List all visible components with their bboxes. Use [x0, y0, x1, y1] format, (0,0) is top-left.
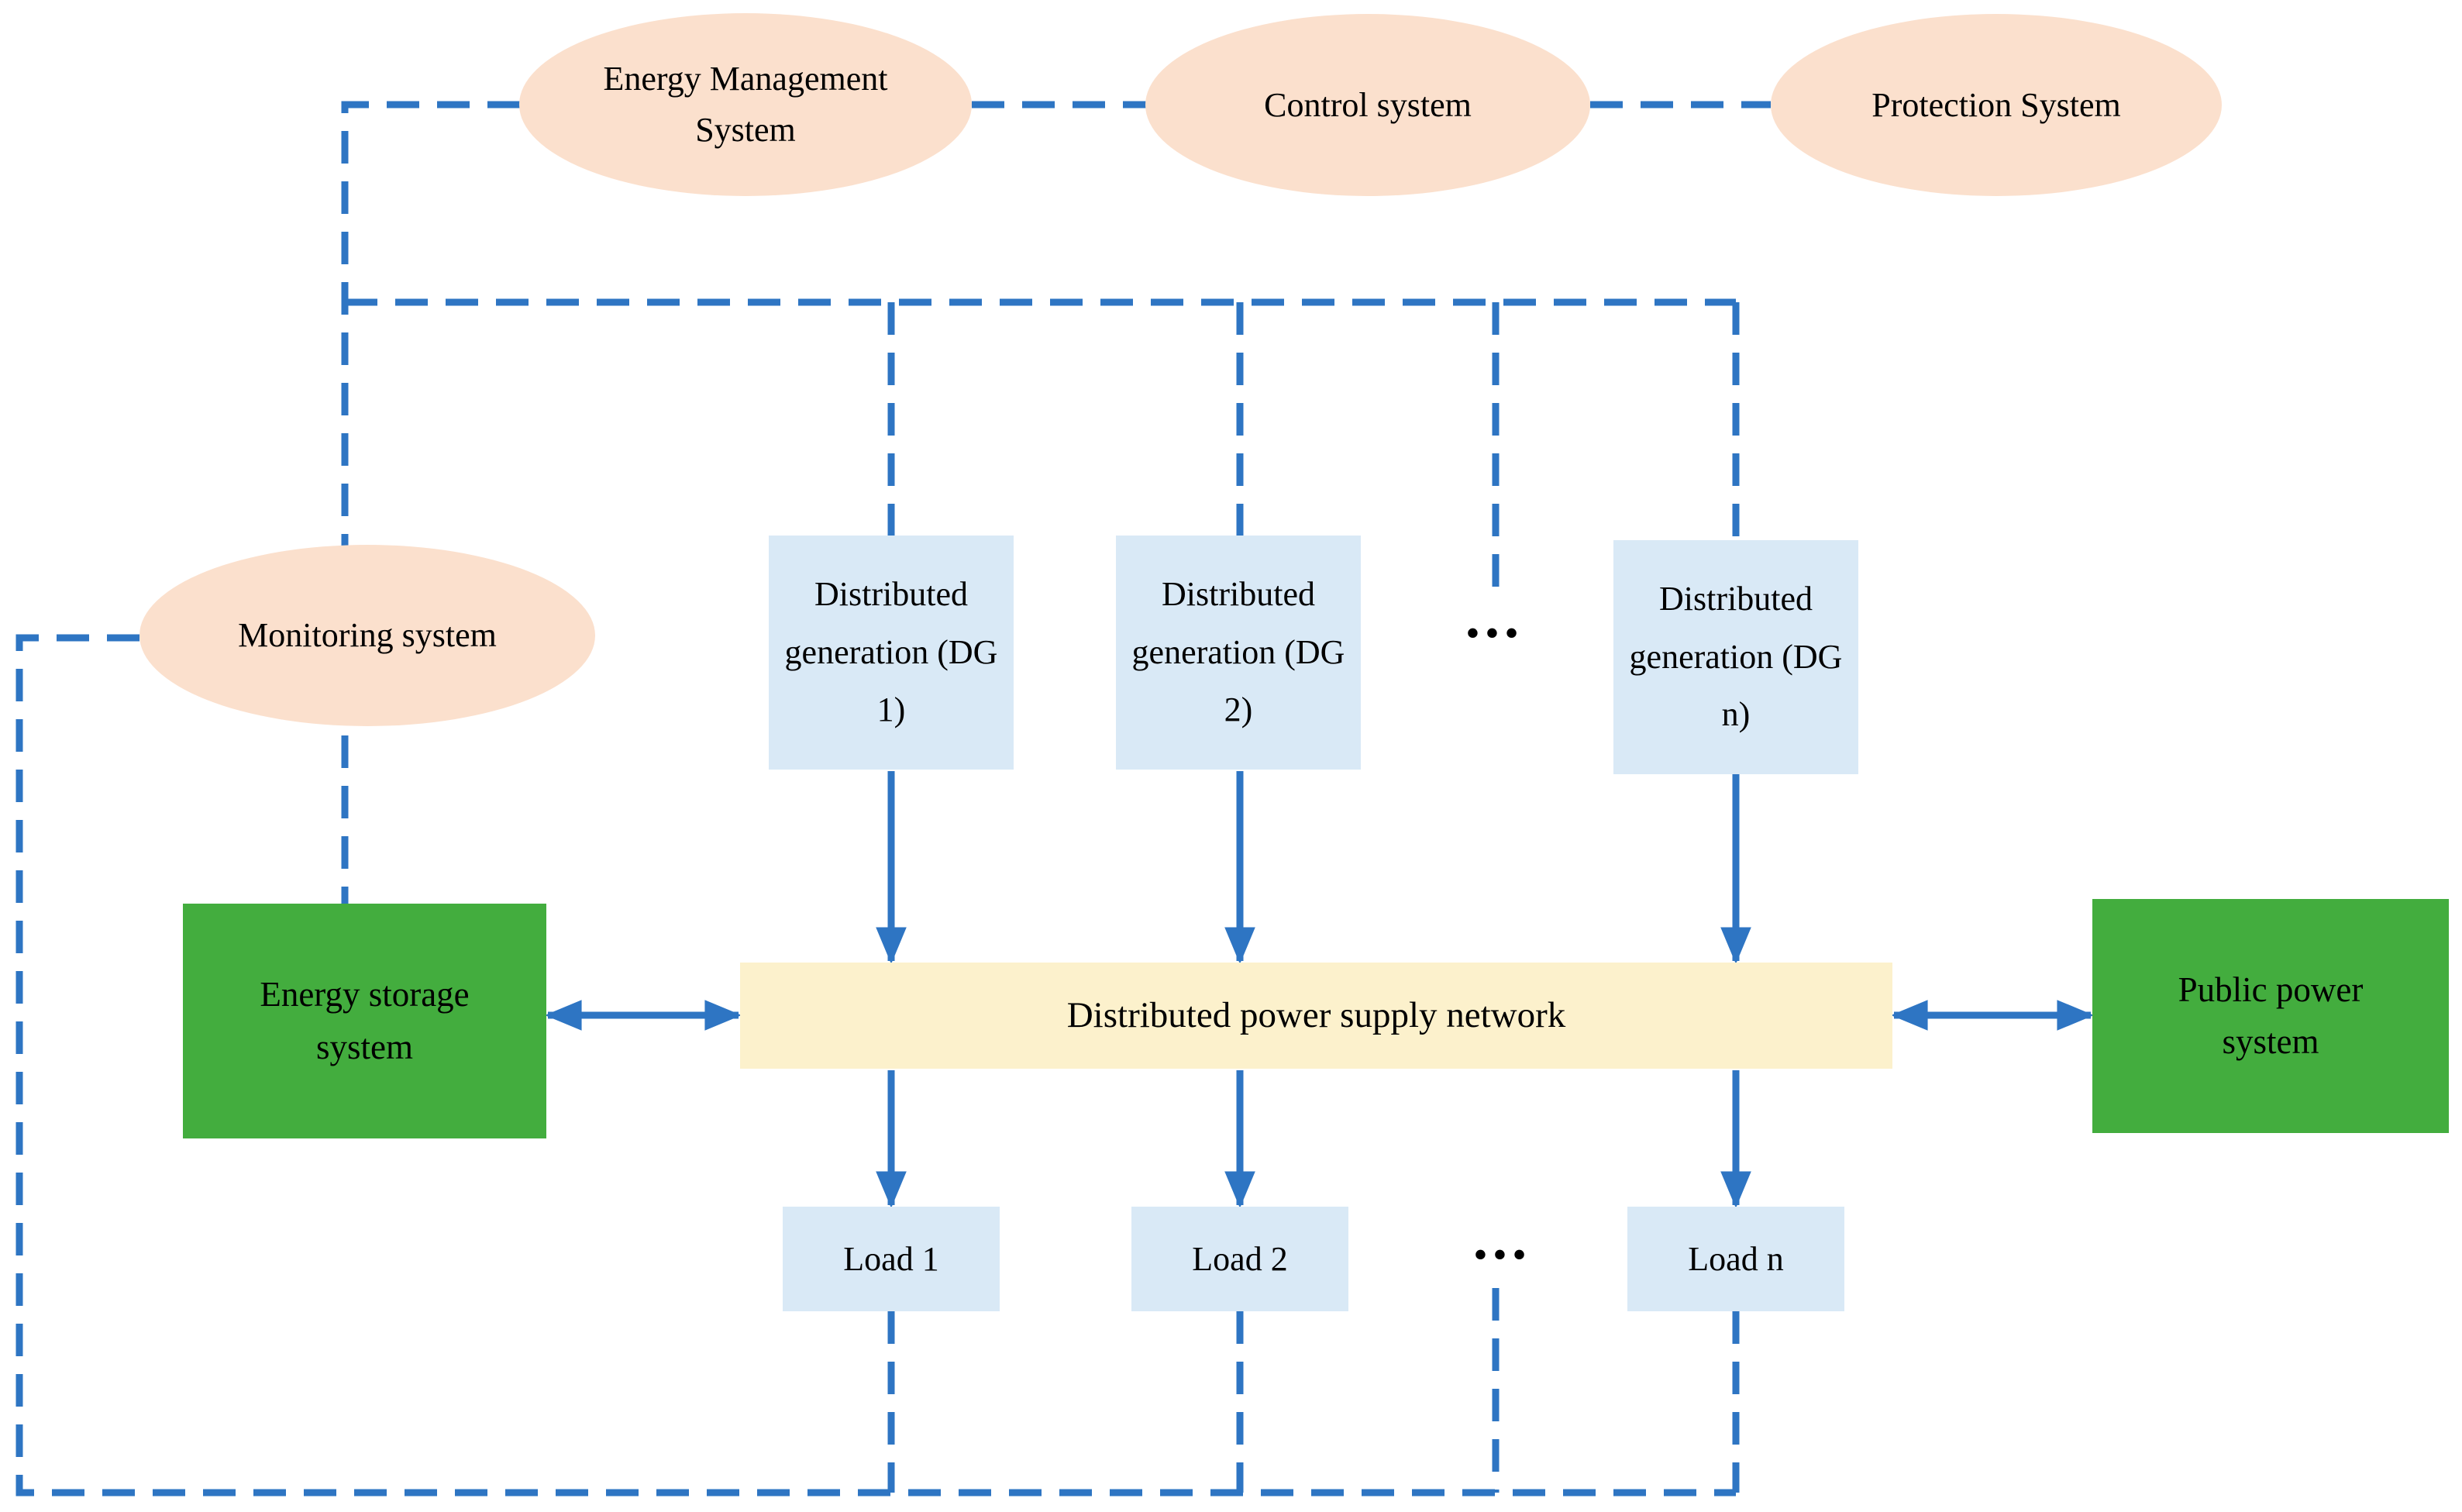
node-label: Load n	[1688, 1239, 1784, 1278]
node-label: Distributed generation (DG 2)	[1131, 574, 1345, 729]
node-label: Distributed power supply network	[1066, 995, 1566, 1036]
node-label: Protection System	[1871, 85, 2121, 124]
node-label: Distributed generation (DG 1)	[784, 574, 998, 729]
node-public-power-system: Public power system	[2092, 899, 2449, 1133]
node-label: Public power system	[2178, 970, 2364, 1062]
node-label: Distributed generation (DG n)	[1629, 579, 1843, 734]
dashed-monitoring-bottom-loop	[15, 634, 1736, 1497]
dashed-link-ems-left-column	[341, 101, 520, 904]
node-label: Energy storage system	[260, 975, 470, 1066]
ellipsis-icon: •••	[1466, 613, 1525, 653]
node-label: Energy Management System	[603, 60, 888, 149]
node-load2: Load 2	[1131, 1207, 1348, 1311]
node-energy-storage-system: Energy storage system	[183, 904, 546, 1138]
node-label: Load 1	[843, 1239, 939, 1278]
node-distributed-power-supply-network: Distributed power supply network	[740, 963, 1892, 1069]
node-dgn: Distributed generation (DG n)	[1613, 540, 1858, 774]
ellipsis-icon: •••	[1474, 1235, 1533, 1274]
node-loadn: Load n	[1627, 1207, 1844, 1311]
node-monitoring-system: Monitoring system	[139, 545, 595, 726]
node-label: Load 2	[1192, 1239, 1288, 1278]
node-label: Control system	[1264, 85, 1472, 124]
node-energy-management-system: Energy Management System	[519, 13, 972, 196]
node-dg2: Distributed generation (DG 2)	[1116, 536, 1361, 770]
node-protection-system: Protection System	[1771, 14, 2222, 196]
node-control-system: Control system	[1145, 14, 1590, 196]
node-dg1: Distributed generation (DG 1)	[769, 536, 1014, 770]
node-load1: Load 1	[783, 1207, 1000, 1311]
node-label: Monitoring system	[238, 616, 497, 654]
